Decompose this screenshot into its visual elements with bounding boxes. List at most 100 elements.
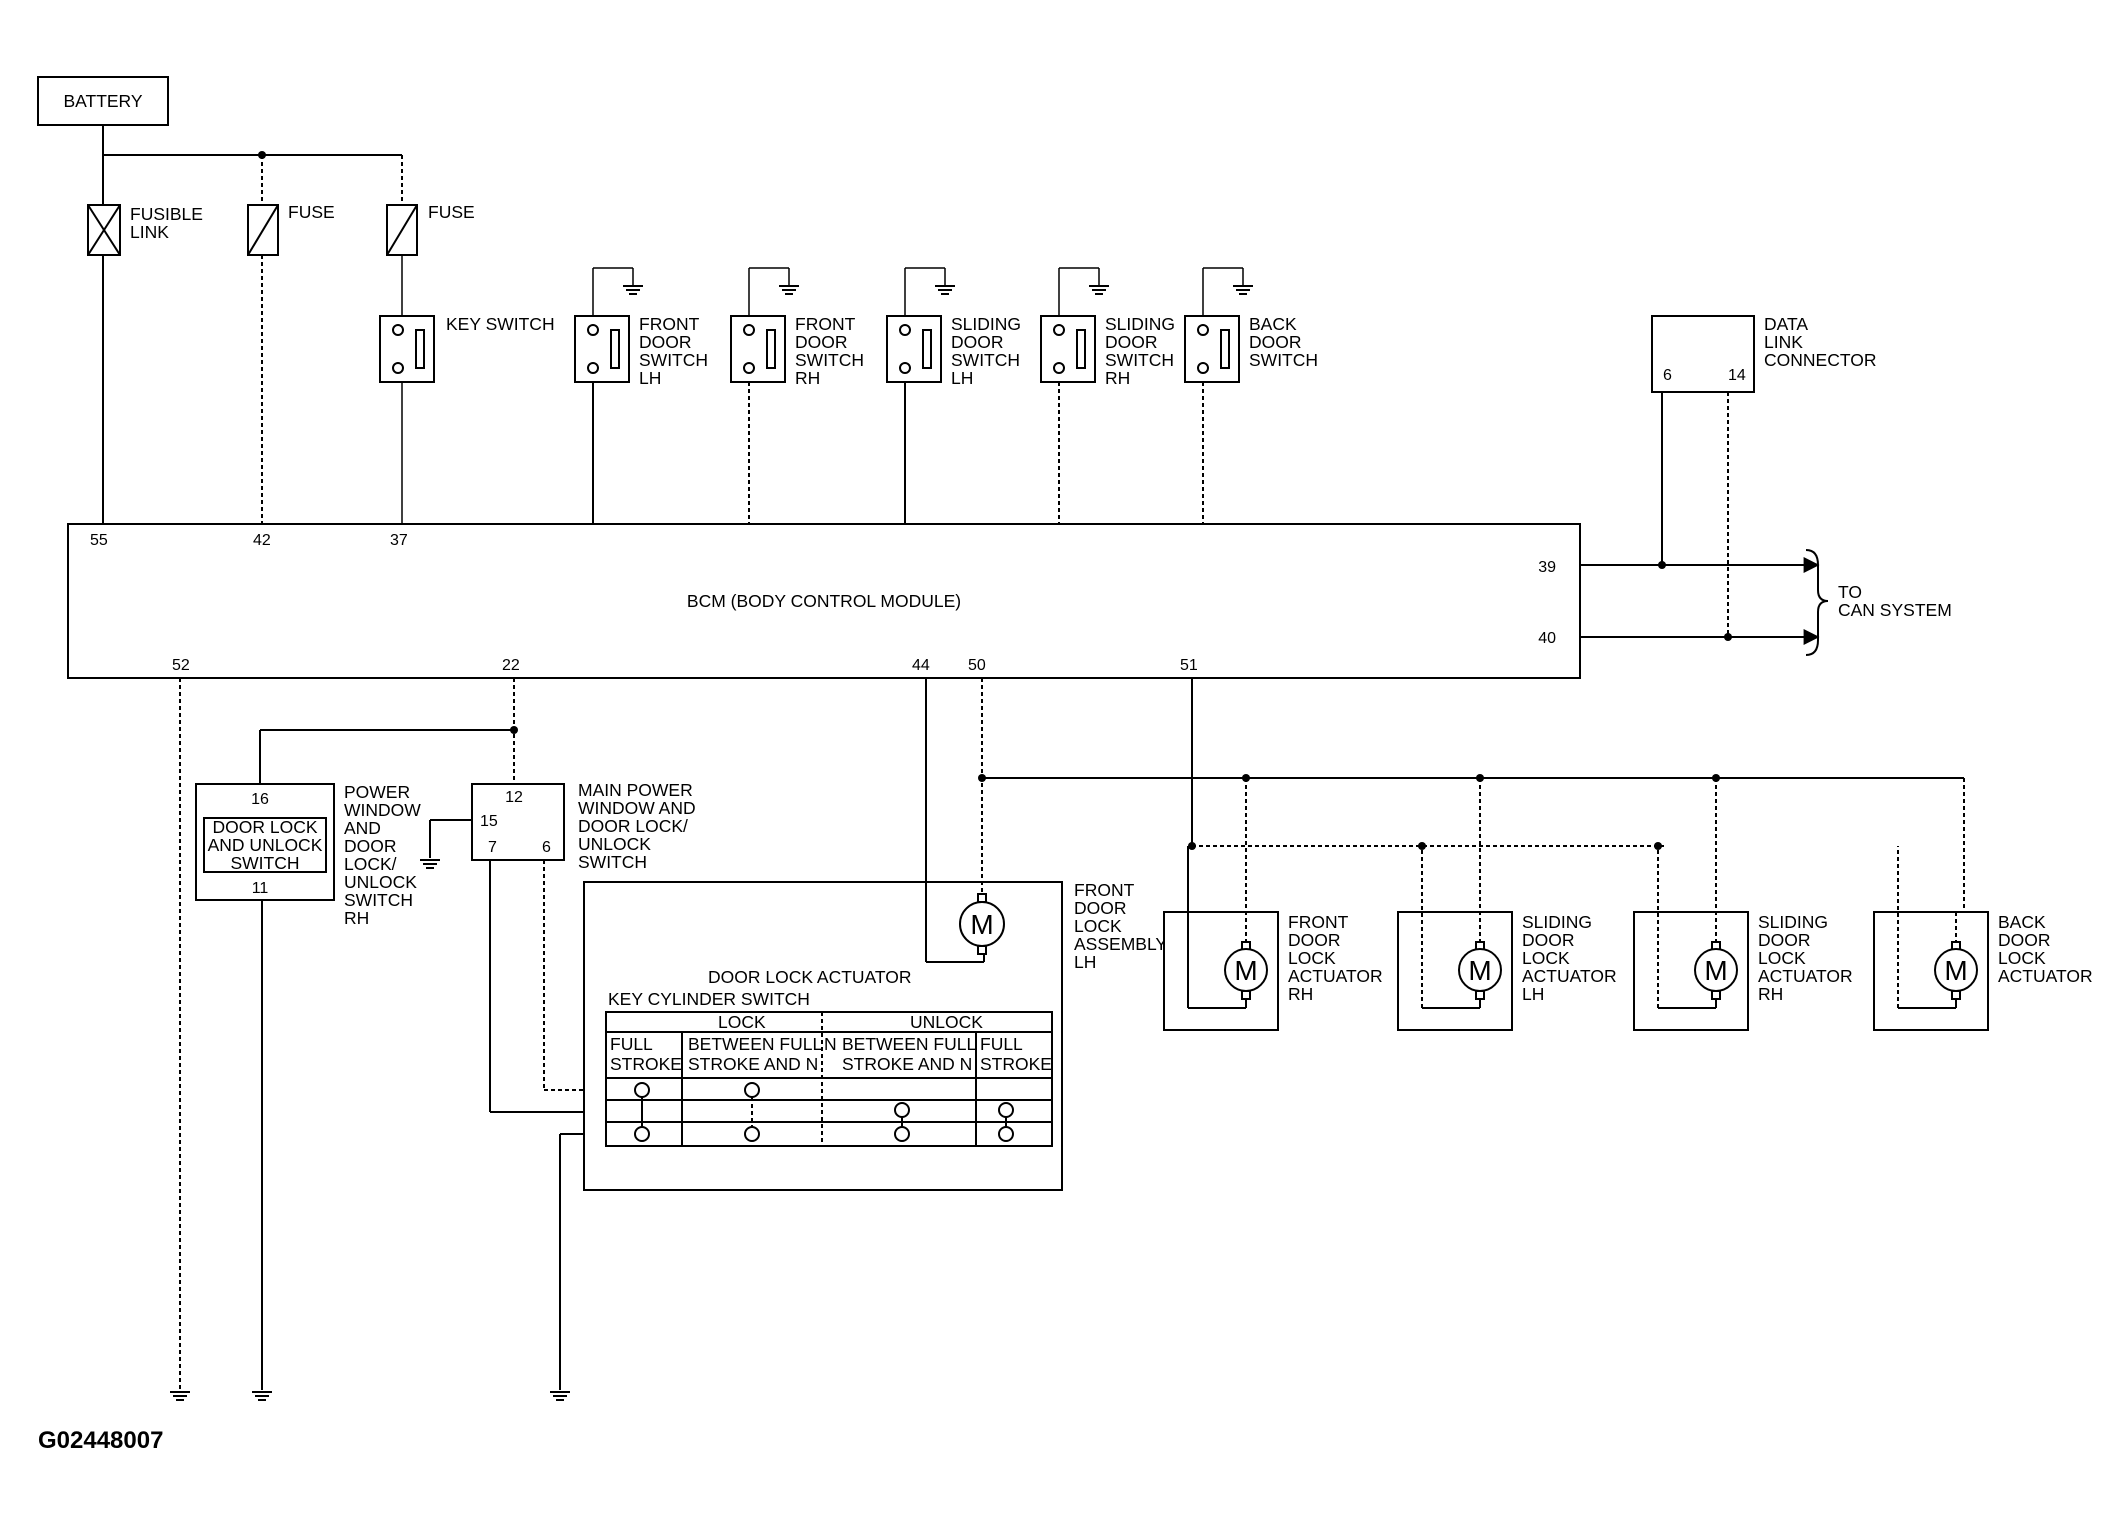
battery-label: BATTERY [63,91,142,111]
main-pw-label-line-1: MAIN POWER [578,780,693,800]
door-switch-3-label-4: LH [951,368,973,388]
fuse-2-label: FUSE [428,202,475,222]
pw-rh-label-line-1: POWER [344,782,410,802]
pw-rh-pin-11: 11 [252,880,269,897]
door-switch-4-label-1: SLIDING [1105,314,1175,334]
assembly-motor-label: M [970,909,993,940]
door-switch-3-label-2: DOOR [951,332,1004,352]
actuator-4-label-4: ACTUATOR [1998,966,2093,986]
fuse-1: FUSE [247,155,335,524]
actuator-1-label-1: FRONT [1288,912,1349,932]
door-switch-1: 62FRONTDOORSWITCHLH [574,267,708,549]
actuator-3-label-2: DOOR [1758,930,1811,950]
actuator-2-label-1: SLIDING [1522,912,1592,932]
door-switch-2-label-3: SWITCH [795,350,864,370]
pw-rh-label-line-6: UNLOCK [344,872,417,892]
fuse-2: FUSE [386,155,475,316]
actuator-1-label-3: LOCK [1288,948,1336,968]
actuator-3-label-1: SLIDING [1758,912,1828,932]
bcm-pin-50: 50 [968,657,986,674]
battery: BATTERY [37,76,169,126]
actuator-1-label-2: DOOR [1288,930,1341,950]
door-switch-4-label-4: RH [1105,368,1130,388]
ground-symbol [934,285,956,295]
main-pw-switch: 12 15 7 6 [471,783,565,861]
main-pw-label-line-3: DOOR LOCK/ [578,816,688,836]
ground-symbol [622,285,644,295]
pw-rh-label-line-2: WINDOW [344,800,421,820]
bcm-pin-40: 40 [1538,630,1556,647]
main-pw-pin-7: 7 [488,839,497,856]
ground-symbol [1232,285,1254,295]
pw-rh-inner-3: SWITCH [230,853,299,873]
dlc-pin-6: 6 [1663,367,1672,384]
kcs-lock: LOCK [718,1012,766,1032]
fuse-1-label: FUSE [288,202,335,222]
pw-rh-pin-16: 16 [251,791,269,808]
assembly-label-line-2: DOOR [1074,898,1127,918]
data-link-connector: 6 14 DATA LINK CONNECTOR [1651,314,1876,393]
pw-rh-label-line-8: RH [344,908,369,928]
door-switch-5-label-1: BACK [1249,314,1297,334]
kcs-col2-2: STROKE AND N [688,1054,818,1074]
dlc-pin-14: 14 [1728,367,1746,384]
door-switches: 62FRONTDOORSWITCHLH12FRONTDOORSWITCHRH63… [574,267,1318,549]
door-switch-1-label-1: FRONT [639,314,700,334]
main-pw-label-line-2: WINDOW AND [578,798,696,818]
door-switch-1-label-4: LH [639,368,661,388]
bcm-pin-44: 44 [912,657,930,674]
dlc-label-2: LINK [1764,332,1803,352]
kcs-title: KEY CYLINDER SWITCH [608,989,810,1009]
key-switch: KEY SWITCH [379,314,555,524]
pw-rh-inner-1: DOOR LOCK [212,817,317,837]
actuator-3-label-3: LOCK [1758,948,1806,968]
actuator-4-label-1: BACK [1998,912,2046,932]
door-switch-3: 63SLIDINGDOORSWITCHLH [886,267,1021,549]
kcs-col2-1: BETWEEN FULL [688,1034,822,1054]
assembly-label-line-1: FRONT [1074,880,1135,900]
kcs-n-mark: N [824,1034,837,1054]
actuator-4-label-3: LOCK [1998,948,2046,968]
kcs-unlock: UNLOCK [910,1012,983,1032]
main-pw-pin-6: 6 [542,839,551,856]
pw-rh-label-line-4: DOOR [344,836,397,856]
kcs-col1-2: STROKE [610,1054,682,1074]
assembly-actuator-label: DOOR LOCK ACTUATOR [708,967,912,987]
door-switch-4: 13SLIDINGDOORSWITCHRH [1040,267,1175,549]
pw-switch-rh: 16 DOOR LOCK AND UNLOCK SWITCH 11 [195,783,335,901]
main-pw-label-line-4: UNLOCK [578,834,651,854]
ground-symbol [1088,285,1110,295]
fusible-link: FUSIBLE LINK [87,155,203,524]
door-switch-3-label-3: SWITCH [951,350,1020,370]
kcs-col4-1: FULL [980,1034,1023,1054]
can-label-1: TO [1838,582,1862,602]
actuator-1-label-4: ACTUATOR [1288,966,1383,986]
actuator-motor-label: M [1704,955,1727,986]
dlc-label-1: DATA [1764,314,1808,334]
door-switch-2-label-2: DOOR [795,332,848,352]
bcm-pin-55: 55 [90,532,108,549]
fusible-link-label-2: LINK [130,222,169,242]
door-switch-5-label-3: SWITCH [1249,350,1318,370]
kcs-col4-2: STROKE [980,1054,1052,1074]
pw-rh-label-line-7: SWITCH [344,890,413,910]
bcm-pin-22: 22 [502,657,520,674]
dlc-label-3: CONNECTOR [1764,350,1876,370]
actuator-3-label-5: RH [1758,984,1783,1004]
ground-symbol [778,285,800,295]
actuator-motor-label: M [1234,955,1257,986]
bcm-pin-37: 37 [390,532,408,549]
door-switch-3-label-1: SLIDING [951,314,1021,334]
kcs-col3-1: BETWEEN FULL [842,1034,976,1054]
bcm: BCM (BODY CONTROL MODULE) 55 42 37 39 40… [67,523,1581,679]
pw-rh-label-line-3: AND [344,818,381,838]
kcs-col1-1: FULL [610,1034,653,1054]
key-cylinder-switch: KEY CYLINDER SWITCH LOCK UNLOCK FULL STR… [605,989,1053,1147]
actuator-2-label-5: LH [1522,984,1544,1004]
